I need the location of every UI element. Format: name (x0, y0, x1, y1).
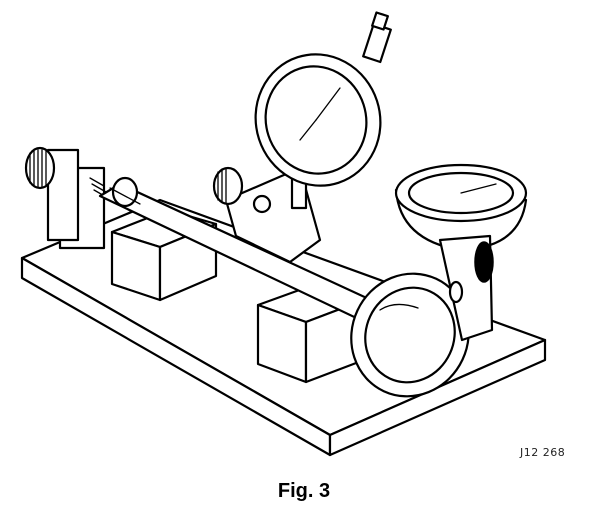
figure-caption: Fig. 3 (277, 480, 331, 502)
valve-head (350, 272, 470, 398)
tailstock-block (24, 146, 109, 250)
center-dial-gauge (212, 11, 392, 264)
right-dial-gauge (394, 163, 528, 342)
figure-reference-code: J12 268 (520, 446, 566, 459)
